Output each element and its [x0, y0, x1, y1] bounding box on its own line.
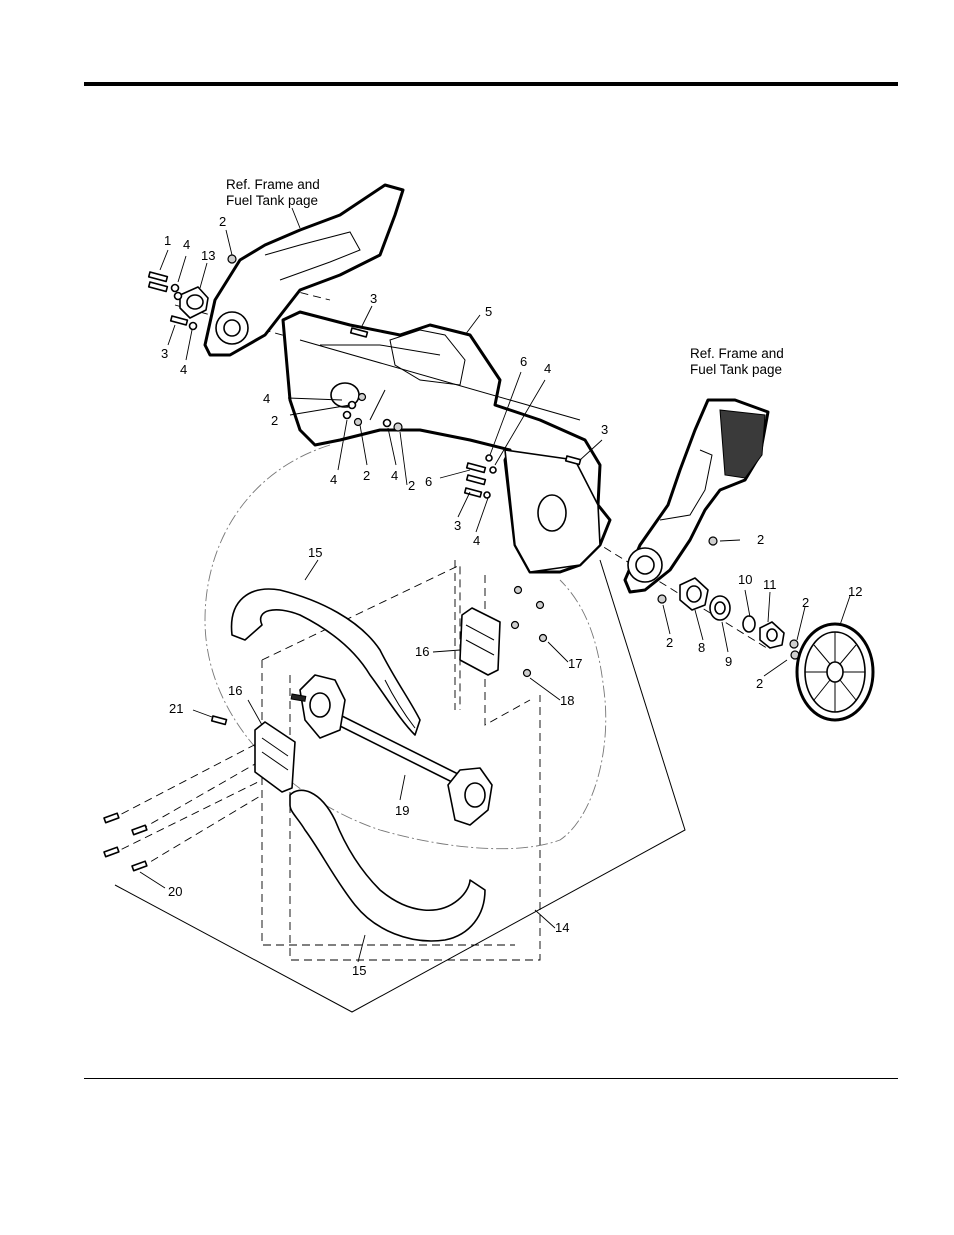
callout-2: 2 — [408, 478, 415, 493]
callout-2: 2 — [666, 635, 673, 650]
housing-side-bore — [538, 495, 566, 531]
callout-1: 1 — [164, 233, 171, 248]
callout-18: 18 — [560, 693, 574, 708]
bearing-flange-11-bore — [767, 629, 777, 641]
callout-21: 21 — [169, 701, 183, 716]
callout-15: 15 — [352, 963, 366, 978]
auger-assembly-frame — [115, 560, 685, 1012]
callout-13: 13 — [201, 248, 215, 263]
callout-4: 4 — [544, 361, 551, 376]
callout-16: 16 — [415, 644, 429, 659]
callout-3: 3 — [370, 291, 377, 306]
right-bracket-gearbox — [720, 410, 765, 478]
callout-16: 16 — [228, 683, 242, 698]
callout-2: 2 — [271, 413, 278, 428]
callout-12: 12 — [848, 584, 862, 599]
bolt-21 — [212, 716, 227, 724]
right-bracket-hole-inner — [636, 556, 654, 574]
pulley-12 — [797, 624, 873, 720]
callout-3: 3 — [601, 422, 608, 437]
nut-2-housing — [658, 595, 666, 603]
callout-11: 11 — [763, 577, 777, 592]
bracket-16-right — [460, 608, 500, 675]
bearing-housing-left-bore — [187, 295, 203, 309]
callout-3: 3 — [161, 346, 168, 361]
callout-3: 3 — [454, 518, 461, 533]
ref-label-left-line2: Fuel Tank page — [226, 193, 318, 208]
callout-15: 15 — [308, 545, 322, 560]
callout-2: 2 — [802, 595, 809, 610]
callout-10: 10 — [738, 572, 752, 587]
callout-17: 17 — [568, 656, 582, 671]
left-bracket-hole-inner — [224, 320, 240, 336]
ref-label-right-line1: Ref. Frame and — [690, 346, 784, 361]
nut-2-upper — [790, 640, 798, 648]
callout-8: 8 — [698, 640, 705, 655]
bracket-16-left — [255, 722, 295, 792]
callout-6: 6 — [425, 474, 432, 489]
bearing-9-bore — [715, 602, 725, 614]
callout-4: 4 — [330, 472, 337, 487]
callout-4: 4 — [473, 533, 480, 548]
callout-19: 19 — [395, 803, 409, 818]
callout-9: 9 — [725, 654, 732, 669]
callout-2: 2 — [757, 532, 764, 547]
callout-4: 4 — [180, 362, 187, 377]
callout-14: 14 — [555, 920, 569, 935]
bolt-lines-20 — [110, 742, 262, 868]
callout-5: 5 — [485, 304, 492, 319]
seal-ring-10 — [743, 616, 755, 632]
callout-4: 4 — [391, 468, 398, 483]
callout-4: 4 — [263, 391, 270, 406]
callout-20: 20 — [168, 884, 182, 899]
nut-right-frame — [709, 537, 717, 545]
callout-6: 6 — [520, 354, 527, 369]
callout-2: 2 — [363, 468, 370, 483]
callout-4: 4 — [183, 237, 190, 252]
callout-2: 2 — [756, 676, 763, 691]
ref-label-left-line1: Ref. Frame and — [226, 177, 320, 192]
ref-label-right-line2: Fuel Tank page — [690, 362, 782, 377]
callout-2: 2 — [219, 214, 226, 229]
bearing-flange-8-bore — [687, 586, 701, 602]
